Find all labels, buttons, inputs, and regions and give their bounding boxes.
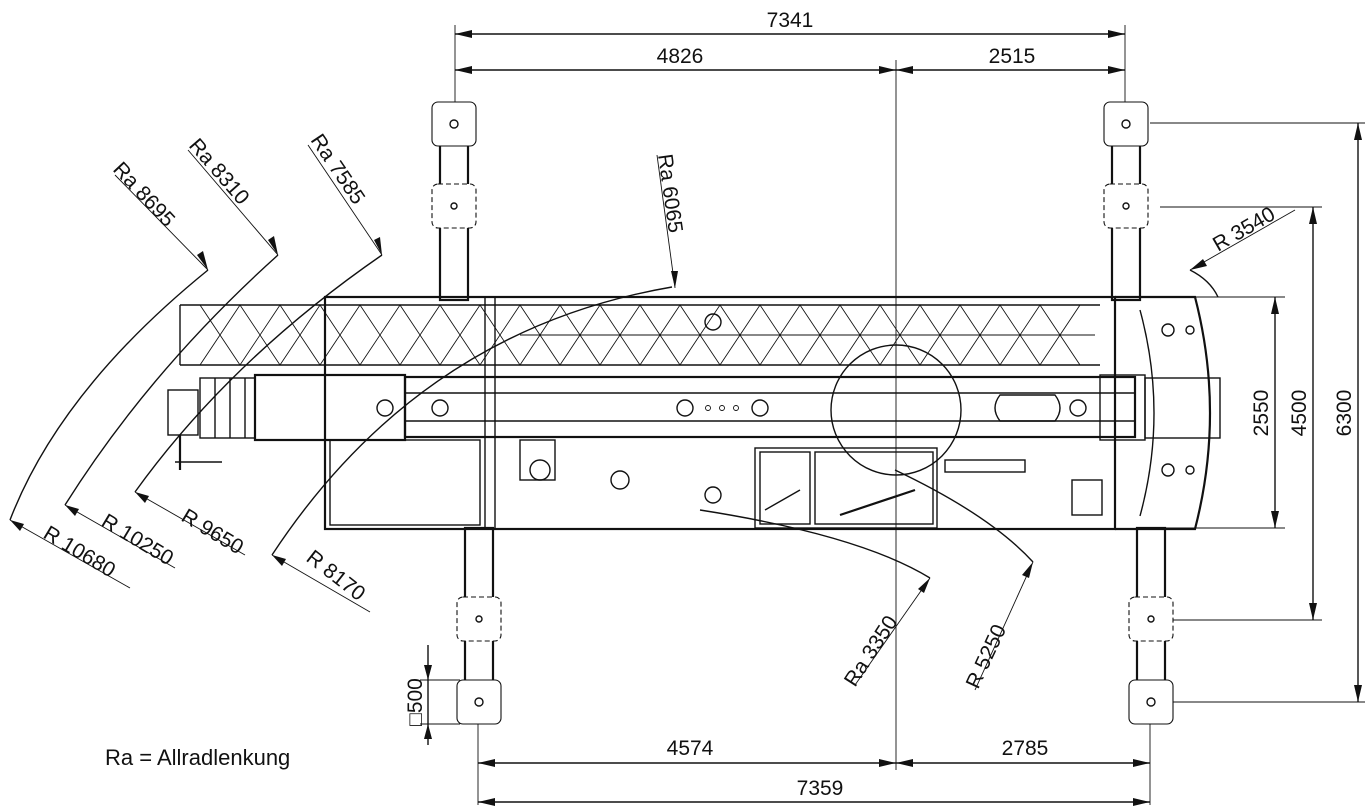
label-r-5250: R 5250 [962, 621, 1011, 692]
right-dimensions: 2550 4500 6300 [1150, 122, 1365, 703]
outriggers [431, 101, 1174, 725]
legend-note: Ra = Allradlenkung [105, 745, 290, 770]
lattice-jib [179, 304, 1100, 366]
telescopic-boom [167, 344, 1137, 476]
dim-bottom-left: 4574 [667, 737, 714, 760]
dim-overall-top: 7341 [767, 9, 814, 32]
dim-top-left: 4826 [657, 45, 704, 68]
turning-radius-arcs [9, 254, 1219, 579]
radius-labels: Ra 8695 Ra 8310 Ra 7585 Ra 6065 R 3540 R… [39, 130, 1279, 692]
dim-bottom-right: 2785 [1002, 737, 1049, 760]
label-r-9650: R 9650 [177, 505, 247, 560]
top-dimensions: 7341 4826 2515 [454, 9, 1126, 770]
radius-leaders [9, 144, 1296, 691]
bottom-dimensions: 4574 2785 7359 [477, 700, 1151, 806]
label-ra-7585: Ra 7585 [306, 130, 369, 209]
label-ra-8310: Ra 8310 [184, 134, 253, 209]
dim-height-6300: 6300 [1333, 390, 1356, 437]
label-ra-8695: Ra 8695 [108, 158, 179, 232]
dim-top-right: 2515 [989, 45, 1036, 68]
dim-height-2550: 2550 [1250, 390, 1273, 437]
dim-pad-size: □500 [404, 678, 427, 726]
label-ra-6065: Ra 6065 [653, 152, 687, 234]
label-r-8170: R 8170 [302, 546, 370, 606]
label-r-3540: R 3540 [1209, 203, 1279, 257]
label-ra-3350: Ra 3350 [840, 612, 903, 691]
dim-overall-bottom: 7359 [797, 777, 844, 800]
pad-size-dimension: □500 [404, 645, 460, 745]
crane-chassis [323, 295, 1221, 531]
dim-height-4500: 4500 [1288, 390, 1311, 437]
